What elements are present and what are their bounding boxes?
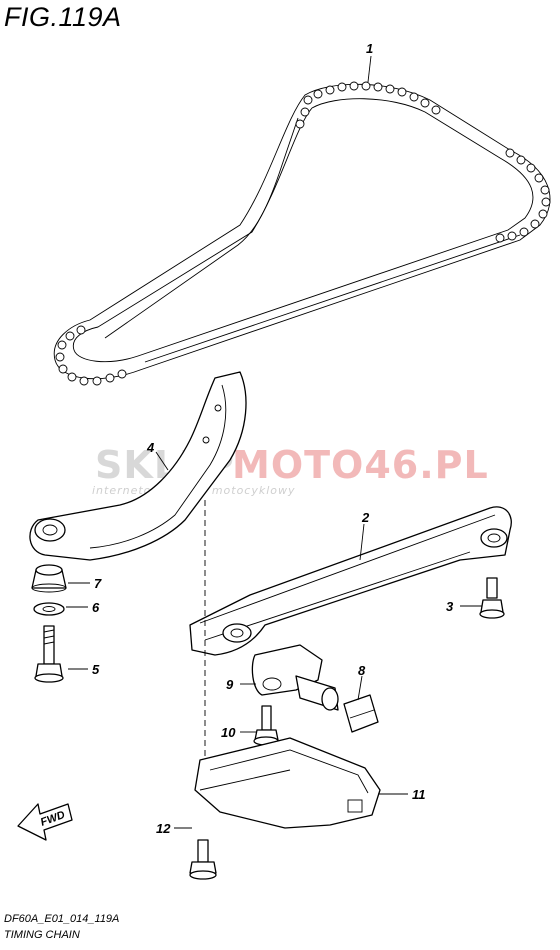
bolt-right[interactable] — [479, 577, 505, 619]
callout-6: 6 — [92, 600, 100, 615]
callout-1: 1 — [366, 41, 373, 56]
bushing[interactable] — [31, 564, 67, 593]
chain-guide-left[interactable] — [29, 371, 247, 561]
figure-title: FIG.119A — [4, 2, 122, 32]
callout-9: 9 — [226, 677, 234, 692]
leader-lines — [66, 55, 482, 829]
callout-12: 12 — [156, 821, 171, 836]
callout-labels: 1 2 3 4 5 6 7 8 9 10 11 12 — [92, 41, 454, 836]
callout-8: 8 — [358, 663, 366, 678]
callout-7: 7 — [94, 576, 102, 591]
callout-2: 2 — [361, 510, 370, 525]
figure-code: DF60A_E01_014_119A — [4, 913, 120, 925]
washer[interactable] — [33, 602, 65, 616]
watermark-brand-right: MOTO46.PL — [232, 443, 489, 487]
timing-chain[interactable] — [53, 81, 551, 386]
callout-5: 5 — [92, 662, 100, 677]
callout-3: 3 — [446, 599, 454, 614]
chain-tensioner[interactable] — [251, 644, 339, 711]
figure-name: TIMING CHAIN — [4, 929, 80, 941]
callout-11: 11 — [412, 787, 426, 802]
tensioner-clip[interactable] — [343, 694, 379, 733]
bolt-center[interactable] — [253, 705, 279, 746]
bolt-bottom[interactable] — [189, 839, 217, 880]
fwd-arrow-icon: FWD — [17, 803, 73, 841]
tensioner-cover[interactable] — [194, 737, 381, 829]
bolt-left[interactable] — [34, 625, 64, 683]
callout-10: 10 — [221, 725, 236, 740]
chain-guide-right[interactable] — [189, 506, 512, 656]
callout-4: 4 — [146, 440, 155, 455]
